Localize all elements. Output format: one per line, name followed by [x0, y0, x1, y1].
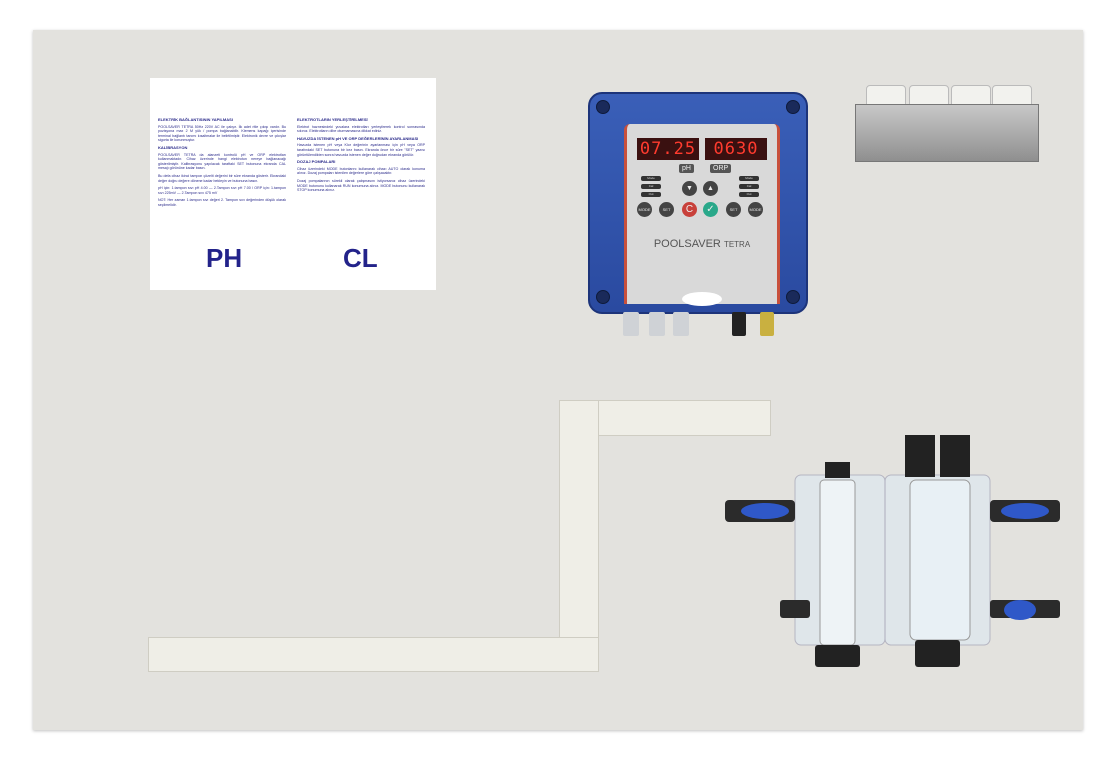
- bottom-cap: [815, 645, 860, 667]
- paragraph: Havuzda istenen pH veya Klor değerinin a…: [297, 143, 425, 157]
- ph-display: 07.25: [637, 138, 699, 160]
- flow-cell-assembly: [725, 435, 1060, 667]
- label-left-column: ELEKTRİK BAĞLANTISININ YAPILMASI POOLSAV…: [158, 117, 286, 211]
- valve-handle[interactable]: [1001, 503, 1049, 519]
- instruction-label: ELEKTRİK BAĞLANTISININ YAPILMASI POOLSAV…: [150, 78, 436, 290]
- screw-icon: [786, 290, 800, 304]
- model: TETRA: [723, 240, 751, 249]
- paragraph: Elektrot haznesindeki yuvalara elektrotl…: [297, 124, 425, 134]
- paragraph: Cihaz üzerindeki MODE butonlarını kullan…: [297, 166, 425, 176]
- mode-button-right[interactable]: MODE: [748, 202, 763, 217]
- paragraph: Dozaj pompalarının sürekli olarak çalışm…: [297, 178, 425, 193]
- led-mode-right: Mode: [739, 176, 759, 181]
- heading: DOZAJ POMPALARI: [297, 159, 336, 165]
- valve-handle[interactable]: [1004, 600, 1036, 620]
- led-mode-left: Mode: [641, 176, 661, 181]
- screw-icon: [596, 290, 610, 304]
- logo-plate: [682, 292, 722, 306]
- paragraph: POOLSAVER TETRA da alanzeti kontrolü pH …: [158, 152, 286, 171]
- screw-icon: [786, 100, 800, 114]
- screw-icon: [596, 100, 610, 114]
- valve-handle[interactable]: [741, 503, 789, 519]
- led-cal-left: Cal: [641, 184, 661, 189]
- heading: ELEKTROTLARIN YERLEŞTİRİLMESİ: [297, 117, 368, 122]
- cable-gland: [673, 312, 689, 336]
- cap: [825, 462, 850, 478]
- electrode-cap: [940, 435, 970, 477]
- poolsaver-controller: 07.25 0630 pH ORP Mode Cal Out Mode Cal …: [588, 92, 808, 314]
- orp-tag: ORP: [710, 164, 732, 173]
- led-cal-right: Cal: [739, 184, 759, 189]
- cable-gland: [649, 312, 665, 336]
- connector: [732, 312, 746, 336]
- orp-display: 0630: [705, 138, 767, 160]
- heading: HAVUZDA İSTENEN pH VE ORP DEĞERLERİNİN A…: [297, 135, 419, 141]
- pipe-vertical: [559, 400, 599, 672]
- down-button[interactable]: ▼: [682, 181, 697, 196]
- ph-tag: pH: [679, 164, 694, 173]
- sensor-chamber: [909, 479, 971, 641]
- set-button-left[interactable]: SET: [659, 202, 674, 217]
- bottom-cap: [915, 640, 960, 667]
- pipe-bottom: [148, 637, 599, 672]
- paragraph: POOLSAVER TETRA 50Hz 220V AC ile çalışır…: [158, 124, 286, 143]
- paragraph: Bu defa cihaz ikinci tampon çözelti değe…: [158, 173, 286, 183]
- led-out-left: Out: [641, 192, 661, 197]
- up-button[interactable]: ▲: [703, 181, 718, 196]
- set-button-right[interactable]: SET: [726, 202, 741, 217]
- label-right-column: ELEKTROTLARIN YERLEŞTİRİLMESİ Elektrot h…: [297, 117, 425, 196]
- cable-gland: [623, 312, 639, 336]
- confirm-button[interactable]: ✓: [703, 202, 718, 217]
- fitting: [780, 600, 810, 618]
- connector: [760, 312, 774, 336]
- flow-meter: [819, 479, 856, 646]
- heading: ELEKTRİK BAĞLANTISININ YAPILMASI: [158, 117, 233, 122]
- electrode-cap: [905, 435, 935, 477]
- cl-label: CL: [343, 243, 378, 273]
- led-out-right: Out: [739, 192, 759, 197]
- canister-bracket: [855, 104, 1039, 162]
- paragraph: NOT: Her zaman 1.tampon sıvı değeri 2. T…: [158, 198, 286, 207]
- mode-button-left[interactable]: MODE: [637, 202, 652, 217]
- brand-name: POOLSAVER TETRA: [627, 238, 777, 250]
- brand: POOLSAVER: [653, 238, 721, 250]
- paragraph: pH için: 1.tampon sıvı pH 4.00 — 2.Tampo…: [158, 186, 286, 195]
- heading: KALİBRASYON: [158, 144, 188, 150]
- cancel-button[interactable]: C: [682, 202, 697, 217]
- ph-label: PH: [206, 243, 243, 273]
- control-panel: 07.25 0630 pH ORP Mode Cal Out Mode Cal …: [624, 124, 780, 306]
